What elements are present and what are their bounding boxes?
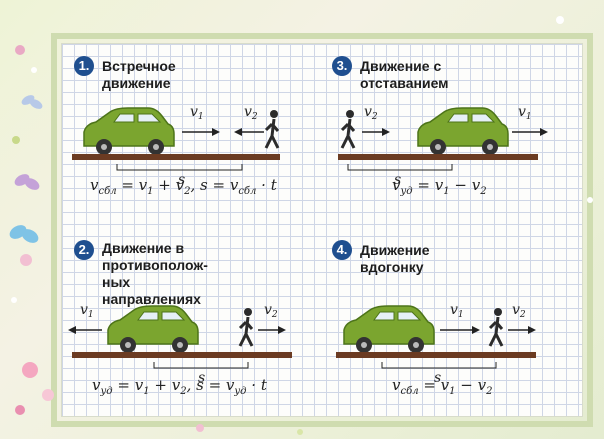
road xyxy=(72,352,292,358)
distance-bracket xyxy=(381,362,497,369)
butterfly-icon xyxy=(14,174,40,190)
oncoming-motion-scene: v1 v2 s xyxy=(72,104,280,188)
panel-title: Движение в противополож- ных направления… xyxy=(102,240,208,307)
walking-person-icon xyxy=(340,110,356,149)
distance-label: s xyxy=(198,370,205,386)
car-icon xyxy=(417,107,509,155)
person-speed-label: v2 xyxy=(244,104,258,122)
road xyxy=(336,352,536,358)
catch-up-scene: v1 v2 s xyxy=(336,302,536,386)
distance-label: s xyxy=(394,172,401,188)
car-speed-label: v1 xyxy=(190,104,204,122)
distance-label: s xyxy=(178,172,185,188)
car-speed-label: v1 xyxy=(518,104,532,122)
arrow-left-icon xyxy=(68,326,102,334)
walking-person-icon xyxy=(488,308,504,347)
distance-bracket xyxy=(153,362,249,369)
opposite-directions-scene: v1 v2 s xyxy=(68,302,292,386)
panel-title: Движение с отставанием xyxy=(360,58,449,91)
person-speed-label: v2 xyxy=(364,104,378,122)
motion-formula: vсбл = v1 − v2 xyxy=(392,376,493,397)
walking-person-icon xyxy=(238,308,254,347)
panel-number-badge: 1. xyxy=(74,56,94,76)
motion-types-board: 1. Встречное движение v1 v2 xyxy=(62,44,582,416)
distance-label: s xyxy=(434,370,441,386)
car-speed-label: v1 xyxy=(450,302,464,320)
person-speed-label: v2 xyxy=(264,302,278,320)
distance-bracket xyxy=(347,164,453,171)
panel-title: Движение вдогонку xyxy=(360,242,430,275)
motion-formula: vуд = v1 − v2 xyxy=(392,176,487,197)
panel-number-badge: 4. xyxy=(332,240,352,260)
panel-title: Встречное движение xyxy=(102,58,176,91)
car-icon xyxy=(343,305,435,353)
motion-formula: vуд = v1 + v2, s = vуд · t xyxy=(92,376,267,397)
motion-formula: vсбл = v1 + v2, s = vсбл · t xyxy=(90,176,277,197)
walking-person-icon xyxy=(264,110,280,149)
road xyxy=(72,154,280,160)
arrow-right-icon xyxy=(258,326,286,334)
arrow-right-icon xyxy=(362,128,390,136)
butterfly-icon xyxy=(21,95,43,109)
car-icon xyxy=(83,107,175,155)
arrow-left-icon xyxy=(234,128,264,136)
panel-number-badge: 2. xyxy=(74,240,94,260)
lagging-motion-scene: v2 v1 s xyxy=(338,104,548,188)
arrow-right-icon xyxy=(182,128,220,136)
road xyxy=(338,154,538,160)
butterfly-icon xyxy=(9,225,39,243)
panel-number-badge: 3. xyxy=(332,56,352,76)
car-speed-label: v1 xyxy=(80,302,94,320)
arrow-right-icon xyxy=(440,326,480,334)
arrow-right-icon xyxy=(512,128,548,136)
car-icon xyxy=(107,305,199,353)
distance-bracket xyxy=(116,164,243,171)
arrow-right-icon xyxy=(508,326,536,334)
person-speed-label: v2 xyxy=(512,302,526,320)
